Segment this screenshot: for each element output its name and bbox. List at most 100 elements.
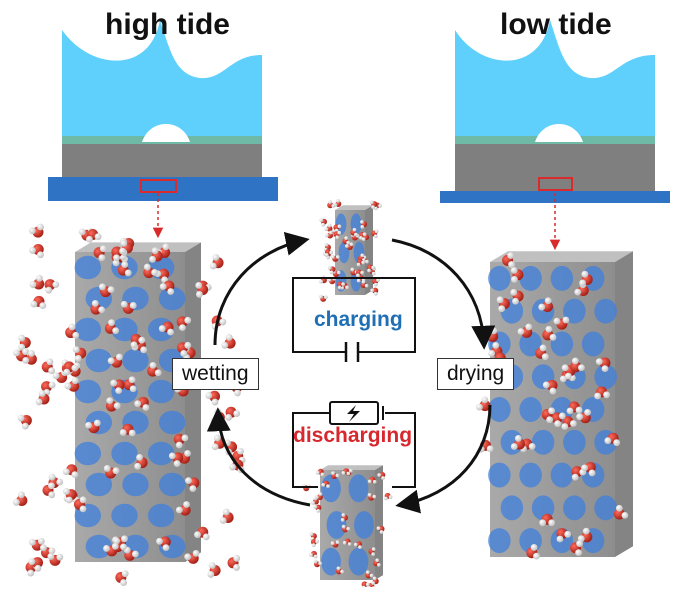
water-molecule <box>18 334 31 351</box>
water-molecule <box>62 488 77 504</box>
hydrogen-atom <box>574 288 582 296</box>
pore <box>550 265 574 291</box>
oxygen-atom <box>33 278 45 290</box>
hydrogen-atom <box>46 358 54 366</box>
hydrogen-atom <box>341 513 346 517</box>
hydrogen-atom <box>151 269 158 276</box>
hydrogen-atom <box>219 517 227 524</box>
hydrogen-atom <box>62 488 70 495</box>
hydrogen-atom <box>211 398 219 406</box>
hydrogen-atom <box>113 254 120 262</box>
hydrogen-atom <box>345 285 349 290</box>
hydrogen-atom <box>340 569 344 574</box>
water-molecule <box>93 245 107 262</box>
hydrogen-atom <box>330 254 335 259</box>
hydrogen-atom <box>337 224 342 229</box>
hydrogen-atom <box>29 247 36 254</box>
hydrogen-atom <box>52 281 60 289</box>
hydrogen-atom <box>358 545 362 550</box>
water-molecule <box>542 379 558 395</box>
membrane-top-face <box>320 465 383 470</box>
hydrogen-atom <box>553 317 561 325</box>
water-molecule <box>510 266 524 283</box>
hydrogen-atom <box>45 286 53 294</box>
hydrogen-atom <box>112 467 120 475</box>
water-molecule <box>72 346 87 362</box>
hydrogen-atom <box>318 492 323 496</box>
oxygen-atom <box>546 379 558 391</box>
charging-circuit <box>292 277 416 362</box>
hydrogen-atom <box>106 397 114 405</box>
label-wetting: wetting <box>172 358 259 390</box>
water-molecule <box>227 554 241 571</box>
hydrogen-atom <box>538 303 546 311</box>
pore <box>122 348 149 373</box>
hydrogen-atom <box>329 250 333 255</box>
water-molecule <box>310 538 319 547</box>
hydrogen-atom <box>365 570 370 575</box>
hydrogen-atom <box>364 283 369 288</box>
hydrogen-atom <box>21 422 29 430</box>
water-molecule <box>526 543 540 560</box>
top-membrane <box>319 199 382 302</box>
hydrogen-atom <box>40 544 47 552</box>
hydrogen-atom <box>571 473 579 481</box>
hydrogen-atom <box>510 288 518 296</box>
water-molecule <box>110 379 125 395</box>
water-molecule <box>535 344 549 361</box>
hydrogen-atom <box>375 558 380 563</box>
pore <box>158 410 186 435</box>
water-molecule <box>119 423 136 437</box>
water-molecule <box>313 559 322 568</box>
pore <box>74 317 102 342</box>
water-molecule <box>90 299 106 315</box>
right-bubble <box>535 124 583 142</box>
charging-wire <box>292 277 416 353</box>
oxygen-atom <box>335 568 342 575</box>
hydrogen-atom <box>162 243 170 251</box>
oxygen-atom <box>32 557 44 569</box>
hydrogen-atom <box>138 336 146 344</box>
hydrogen-atom <box>388 495 393 499</box>
water-molecule <box>576 408 591 424</box>
hydrogen-atom <box>319 279 323 284</box>
pore <box>563 298 586 324</box>
water-molecule <box>195 281 209 298</box>
water-molecule <box>331 471 340 479</box>
water-molecule <box>103 465 120 479</box>
hydrogen-atom <box>372 479 377 484</box>
water-molecule <box>173 433 189 449</box>
hydrogen-atom <box>367 479 372 484</box>
hydrogen-atom <box>184 341 192 349</box>
hydrogen-atom <box>71 377 79 385</box>
hydrogen-atom <box>315 539 319 544</box>
oxygen-atom <box>372 287 379 294</box>
right-substrate <box>455 144 655 191</box>
pore <box>122 472 149 497</box>
title-high-tide: high tide <box>105 8 230 41</box>
pore <box>354 511 374 539</box>
hydrogen-atom <box>340 517 345 522</box>
hydrogen-atom <box>562 316 570 324</box>
arrow-top-left <box>213 232 310 346</box>
hydrogen-atom <box>311 543 316 547</box>
hydrogen-atom <box>175 441 183 449</box>
hydrogen-atom <box>48 491 56 499</box>
hydrogen-atom <box>348 468 353 473</box>
water-molecule <box>342 538 352 546</box>
hydrogen-atom <box>315 470 320 475</box>
hydrogen-atom <box>510 443 518 450</box>
hydrogen-atom <box>481 396 489 404</box>
hydrogen-atom <box>121 535 128 543</box>
water-molecule <box>28 537 45 551</box>
hydrogen-atom <box>569 420 577 427</box>
water-molecule <box>324 248 333 257</box>
water-molecule <box>319 275 327 284</box>
hydrogen-atom <box>129 302 137 309</box>
hydrogen-atom <box>196 290 203 298</box>
pore <box>563 495 586 521</box>
hydrogen-atom <box>376 526 381 531</box>
hydrogen-atom <box>115 387 123 395</box>
hydrogen-atom <box>514 434 522 442</box>
water-molecule <box>143 263 158 279</box>
